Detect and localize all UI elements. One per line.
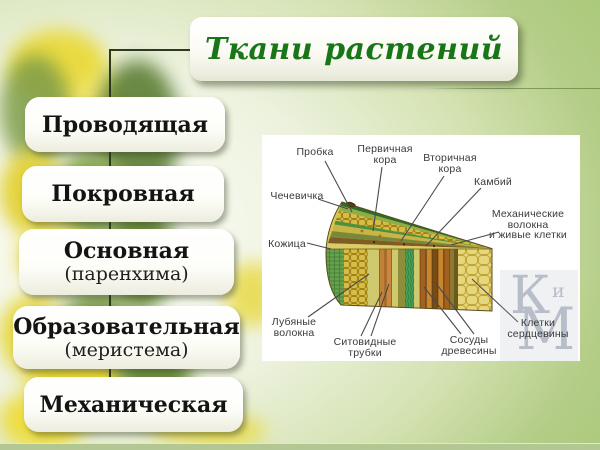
tissue-box-ground: Основная (паренхима) <box>19 229 234 295</box>
label-sieve-tubes: Ситовидные трубки <box>333 336 397 359</box>
tissue-label: Образовательная <box>13 313 240 340</box>
tissue-label: Основная <box>63 238 190 264</box>
tissue-box-conductive: Проводящая <box>25 97 225 152</box>
label-bast-fibers: Лубяные волокна <box>271 316 317 339</box>
watermark-letter-m: М <box>516 295 576 363</box>
header-separator-line <box>425 88 600 89</box>
title-box: Ткани растений <box>190 17 518 81</box>
tissue-box-meristem: Образовательная (меристема) <box>13 306 240 369</box>
tissue-sublabel: (паренхима) <box>64 263 189 285</box>
stem-cross-section-illustration <box>306 160 519 337</box>
label-wood-vessels: Сосуды древесины <box>441 334 497 357</box>
stem-diagram-panel: К и М Пробка Первичная кора Вторичная ко… <box>262 135 580 361</box>
label-epidermis: Кожица <box>268 238 306 250</box>
connector-horizontal-line <box>109 49 190 51</box>
tissue-box-mechanical: Механическая <box>24 377 243 432</box>
label-cork: Пробка <box>296 146 334 158</box>
pointer-lines <box>306 160 519 337</box>
page-title: Ткани растений <box>204 31 504 67</box>
label-primary-cortex: Первичная кора <box>357 143 413 166</box>
watermark-kim: К и М <box>500 270 578 361</box>
watermark-letter-i: и <box>552 280 565 302</box>
label-secondary-cortex: Вторичная кора <box>423 152 477 175</box>
watermark-letter-k: К <box>510 266 551 326</box>
tissue-label: Проводящая <box>41 111 209 138</box>
label-cambium: Камбий <box>473 176 512 188</box>
tissue-sublabel: (меристема) <box>64 338 189 361</box>
tissue-box-covering: Покровная <box>22 166 224 222</box>
tissue-label: Покровная <box>51 181 195 207</box>
label-pith-cells: Клетки сердцевины <box>507 317 569 340</box>
label-mechanical-fibers: Механические волокна и живые клетки <box>489 208 567 241</box>
tissue-label: Механическая <box>39 391 228 418</box>
label-lenticel: Чечевичка <box>270 190 324 202</box>
footer-strip <box>0 443 600 450</box>
